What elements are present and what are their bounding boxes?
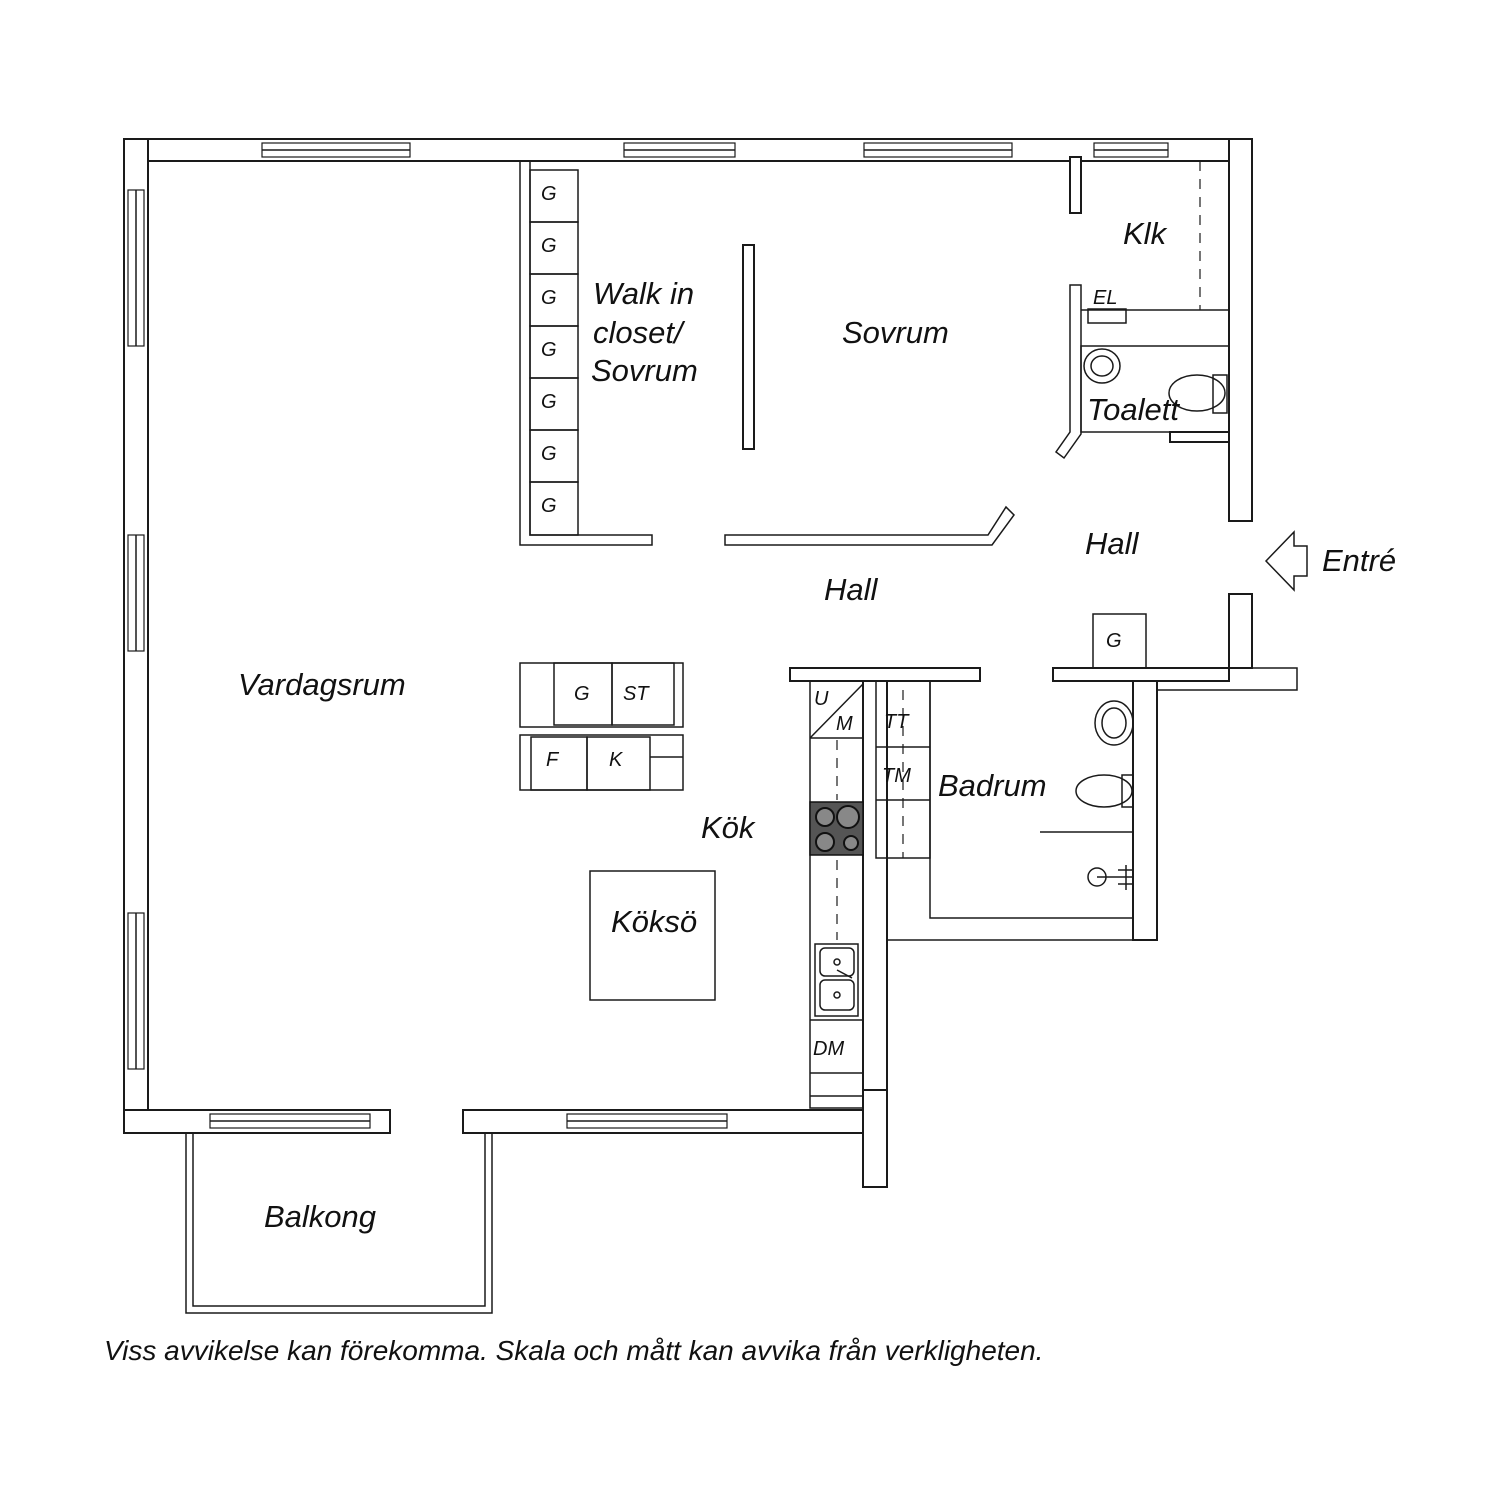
room-labels: Walk in closet/ Sovrum Sovrum Klk EL Toa… — [238, 216, 1396, 1234]
disclaimer-text: Viss avvikelse kan förekomma. Skala och … — [104, 1335, 1044, 1366]
bathroom-sink — [1094, 700, 1134, 746]
closet-g-label: G — [541, 339, 557, 361]
outer-walls — [123, 138, 1298, 1188]
bathroom-toilet — [1075, 774, 1133, 808]
vardagsrum-label: Vardagsrum — [238, 667, 406, 702]
laundry-units: TT TM — [875, 680, 931, 859]
island-k-label: K — [609, 749, 624, 771]
walk-in-label-line2: closet/ — [593, 315, 686, 350]
hall-label-right: Hall — [1085, 526, 1140, 561]
sovrum-label: Sovrum — [842, 315, 949, 350]
entre-label: Entré — [1322, 543, 1396, 578]
closet-g-label: G — [541, 391, 557, 413]
u-label: U — [814, 688, 829, 710]
windows — [127, 142, 1169, 1129]
entry-arrow-icon — [1264, 530, 1308, 592]
hall-label-center: Hall — [824, 572, 879, 607]
storage-units: G ST F K — [519, 662, 684, 791]
burner — [815, 807, 835, 827]
kitchen-sink — [814, 943, 859, 1017]
burner — [815, 832, 835, 852]
m-label: M — [836, 713, 853, 735]
koksö-label: Köksö — [611, 904, 697, 939]
toilet-sink — [1083, 348, 1121, 384]
kitchen-counter: U M DM — [809, 680, 864, 1109]
tt-label: TT — [884, 711, 910, 733]
closet-wardrobes: G G G G G G G — [529, 169, 579, 536]
toilet-room-fixtures — [1083, 348, 1228, 414]
balcony — [185, 1133, 493, 1314]
burner — [836, 805, 860, 829]
bathroom-fixtures — [1075, 700, 1134, 890]
island-g-label: G — [574, 683, 590, 705]
walk-in-label-line1: Walk in — [593, 276, 694, 311]
badrum-label: Badrum — [938, 768, 1047, 803]
hall-wardrobe — [1092, 613, 1147, 669]
balkong-label: Balkong — [264, 1199, 376, 1234]
closet-g-label: G — [541, 287, 557, 309]
dm-label: DM — [813, 1038, 844, 1060]
toalett-label: Toalett — [1087, 392, 1180, 427]
toilet — [1168, 374, 1226, 412]
shower-icon — [1087, 865, 1133, 890]
burner — [843, 835, 859, 851]
tm-label: TM — [882, 765, 911, 787]
walk-in-label-line3: Sovrum — [591, 353, 698, 388]
closet-g-label: G — [541, 183, 557, 205]
closet-g-label: G — [541, 235, 557, 257]
closet-g-label: G — [541, 495, 557, 517]
klk-label: Klk — [1123, 216, 1168, 251]
closet-g-label: G — [541, 443, 557, 465]
interior-walls — [519, 156, 1230, 1091]
island-st-label: ST — [623, 683, 650, 705]
kok-label: Kök — [701, 810, 756, 845]
el-label: EL — [1093, 287, 1117, 309]
island-f-label: F — [546, 749, 560, 771]
hall-wardrobe-label: G — [1106, 630, 1122, 652]
kitchen-island — [589, 870, 716, 1001]
